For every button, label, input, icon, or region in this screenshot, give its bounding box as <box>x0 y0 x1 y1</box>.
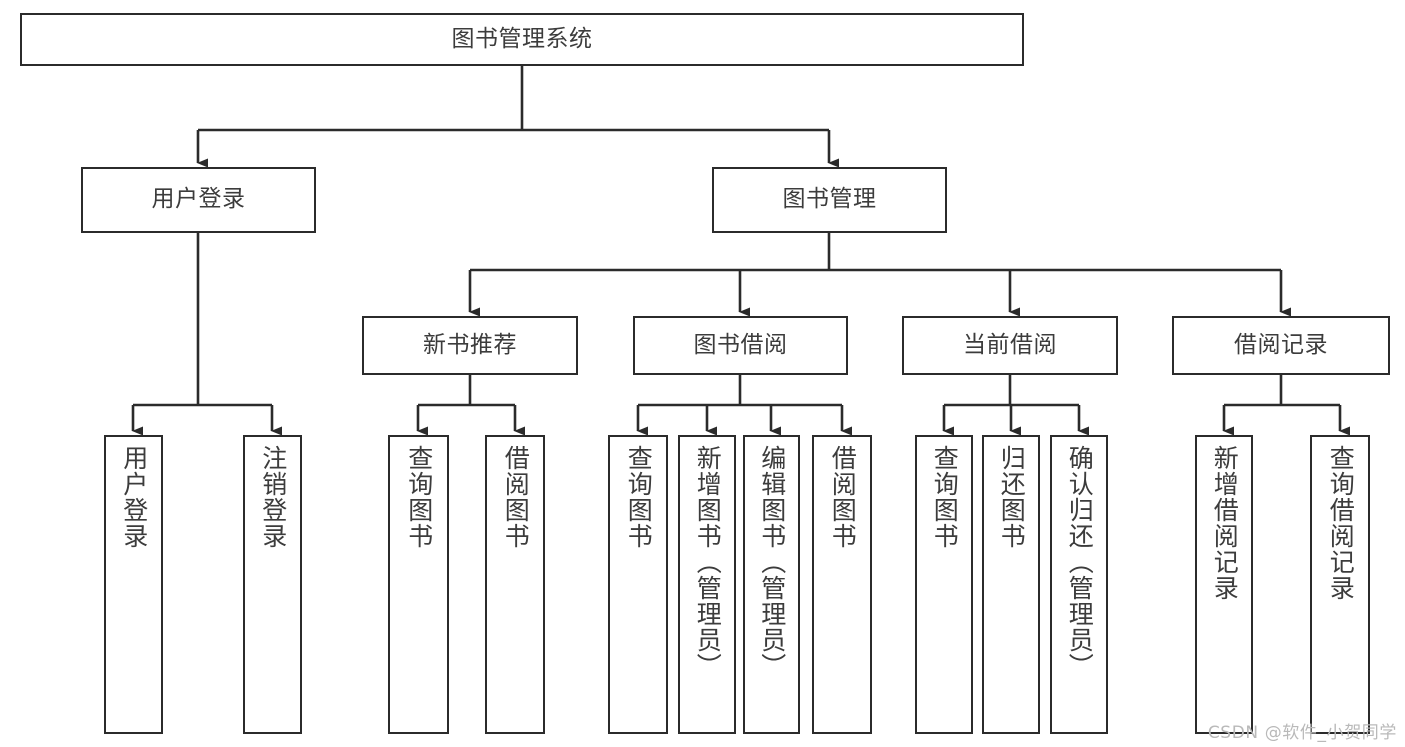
node-root-label: 图书管理系统 <box>451 25 593 52</box>
node-leaf-query-book-3-label: 查询图书 <box>930 445 960 549</box>
node-leaf-logout[interactable]: 注销登录 <box>243 435 302 734</box>
node-leaf-add-record-label: 新增借阅记录 <box>1210 445 1240 601</box>
node-book-manage-label: 图书管理 <box>782 186 877 213</box>
node-borrow-record[interactable]: 借阅记录 <box>1172 316 1390 375</box>
node-new-book-rec-label: 新书推荐 <box>423 331 517 358</box>
node-leaf-return-book-label: 归还图书 <box>997 445 1027 549</box>
node-leaf-add-record[interactable]: 新增借阅记录 <box>1195 435 1253 734</box>
node-leaf-return-book[interactable]: 归还图书 <box>982 435 1040 734</box>
node-leaf-query-book-2[interactable]: 查询图书 <box>608 435 668 734</box>
node-leaf-logout-label: 注销登录 <box>258 445 288 549</box>
node-leaf-query-book-1[interactable]: 查询图书 <box>388 435 449 734</box>
node-book-manage[interactable]: 图书管理 <box>712 167 947 233</box>
node-leaf-borrow-book-2[interactable]: 借阅图书 <box>812 435 872 734</box>
node-user-login[interactable]: 用户登录 <box>81 167 316 233</box>
node-borrow-record-label: 借阅记录 <box>1234 331 1328 358</box>
node-leaf-query-record[interactable]: 查询借阅记录 <box>1310 435 1370 734</box>
node-book-borrow[interactable]: 图书借阅 <box>633 316 848 375</box>
node-leaf-borrow-book-1-label: 借阅图书 <box>501 445 531 549</box>
node-leaf-user-login-label: 用户登录 <box>119 445 149 549</box>
node-leaf-query-record-label: 查询借阅记录 <box>1326 445 1356 601</box>
csdn-watermark: CSDN @软件_小贺同学 <box>1207 723 1397 743</box>
node-current-borrow[interactable]: 当前借阅 <box>902 316 1118 375</box>
node-leaf-query-book-2-label: 查询图书 <box>624 445 654 549</box>
node-leaf-borrow-book-2-label: 借阅图书 <box>828 445 858 549</box>
node-leaf-add-book-label: 新增图书（管理员） <box>693 445 723 679</box>
node-leaf-query-book-1-label: 查询图书 <box>404 445 434 549</box>
node-root-system[interactable]: 图书管理系统 <box>20 13 1024 66</box>
node-user-login-label: 用户登录 <box>151 186 246 213</box>
node-leaf-user-login[interactable]: 用户登录 <box>104 435 163 734</box>
node-leaf-query-book-3[interactable]: 查询图书 <box>915 435 973 734</box>
node-leaf-borrow-book-1[interactable]: 借阅图书 <box>485 435 545 734</box>
node-leaf-edit-book-label: 编辑图书（管理员） <box>757 445 787 679</box>
node-book-borrow-label: 图书借阅 <box>693 331 788 358</box>
node-current-borrow-label: 当前借阅 <box>963 331 1057 358</box>
node-new-book-rec[interactable]: 新书推荐 <box>362 316 578 375</box>
node-leaf-edit-book[interactable]: 编辑图书（管理员） <box>743 435 800 734</box>
node-leaf-confirm-return-label: 确认归还（管理员） <box>1065 445 1095 679</box>
node-leaf-add-book[interactable]: 新增图书（管理员） <box>678 435 736 734</box>
node-leaf-confirm-return[interactable]: 确认归还（管理员） <box>1050 435 1108 734</box>
